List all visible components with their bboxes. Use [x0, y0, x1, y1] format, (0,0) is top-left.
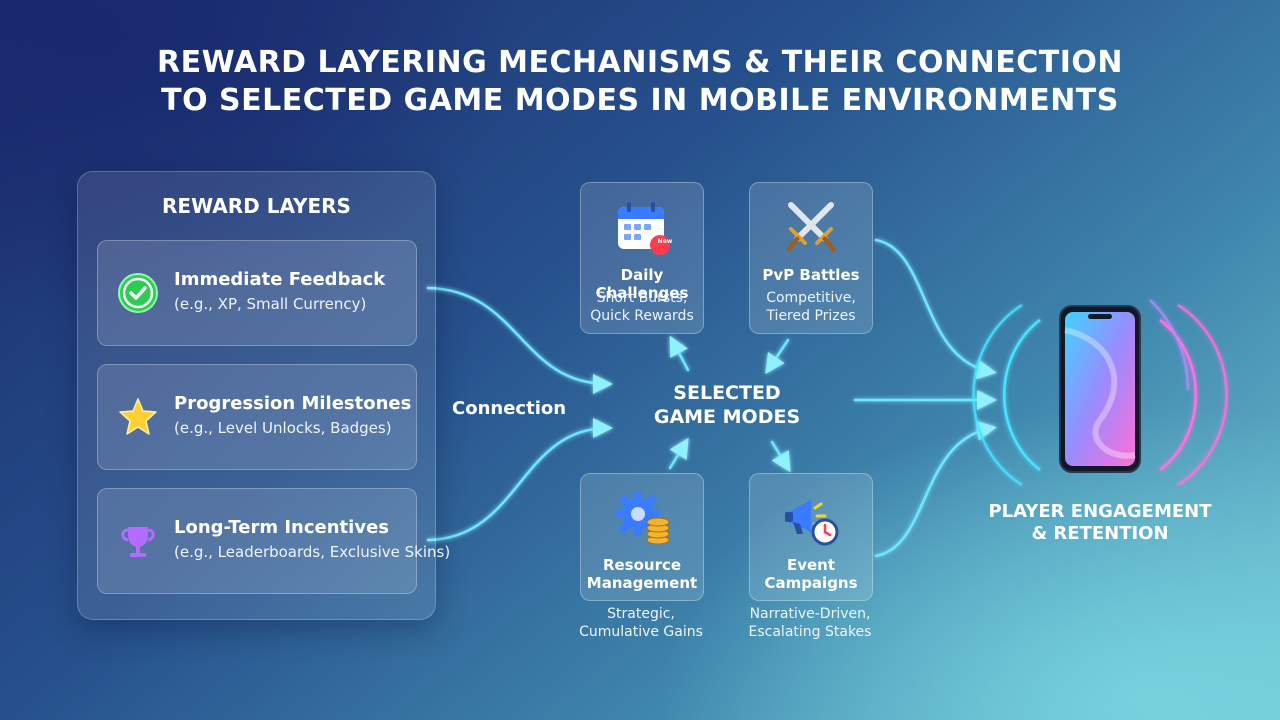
event-desc: Narrative-Driven, Escalating Stakes: [730, 605, 890, 641]
new-badge: New: [657, 238, 673, 245]
layer-desc: (e.g., Level Unlocks, Badges): [174, 419, 392, 437]
player-engagement-label: PLAYER ENGAGEMENT & RETENTION: [980, 501, 1220, 545]
engage-line-1: PLAYER ENGAGEMENT: [988, 501, 1212, 522]
reward-layers-panel: REWARD LAYERS Immediate Feedback (e.g., …: [77, 171, 450, 620]
connector-immediate: [426, 286, 613, 394]
mode-name-line-2: Campaigns: [764, 574, 858, 592]
connector-to-daily: [669, 335, 690, 372]
mode-name-line-1: Event: [786, 556, 836, 574]
gear-coins-icon: [616, 492, 670, 545]
layer-name: Progression Milestones: [174, 393, 412, 414]
mode-desc-line-2: Quick Rewards: [590, 308, 694, 324]
title-line-1: REWARD LAYERING MECHANISMS & THEIR CONNE…: [157, 45, 1123, 80]
calendar-icon: [618, 202, 670, 255]
mode-desc-line-2: Tiered Prizes: [766, 308, 856, 324]
connector-event-outcome: [874, 420, 997, 558]
layer-desc: (e.g., XP, Small Currency): [174, 295, 367, 313]
center-line-2: GAME MODES: [653, 406, 801, 428]
layer-long-term-incentives: Long-Term Incentives (e.g., Leaderboards…: [97, 488, 450, 594]
connection-label: Connection: [452, 398, 567, 419]
engage-line-2: & RETENTION: [1031, 523, 1169, 544]
reward-layers-heading: REWARD LAYERS: [162, 194, 351, 218]
page-title: REWARD LAYERING MECHANISMS & THEIR CONNE…: [0, 44, 1280, 120]
mode-desc-line-1: Narrative-Driven,: [749, 606, 871, 622]
mode-desc-line-2: Cumulative Gains: [579, 624, 703, 640]
mode-name-line-2: Management: [586, 574, 698, 592]
mode-desc-line-1: Strategic,: [607, 606, 675, 622]
layer-progression-milestones: Progression Milestones (e.g., Level Unlo…: [97, 364, 417, 470]
crossed-swords-icon: [786, 202, 836, 252]
checkmark-icon: [118, 273, 158, 313]
mode-name-line-1: Resource: [602, 556, 682, 574]
mode-name: Daily Challenges: [595, 266, 689, 302]
resource-desc: Strategic, Cumulative Gains: [561, 605, 721, 641]
title-line-2: TO SELECTED GAME MODES IN MOBILE ENVIRON…: [161, 83, 1119, 118]
layer-immediate-feedback: Immediate Feedback (e.g., XP, Small Curr…: [97, 240, 417, 346]
connector-longterm: [426, 418, 613, 542]
connector-from-pvp: [765, 338, 790, 375]
connector-pvp-outcome: [874, 238, 997, 380]
megaphone-clock-icon: [785, 500, 839, 546]
star-icon: [119, 398, 157, 435]
mode-daily-challenges: New Daily Challenges Short Bursts, Quick…: [580, 182, 704, 334]
center-line-1: SELECTED: [673, 382, 781, 404]
mode-desc-line-2: Escalating Stakes: [748, 624, 872, 640]
mode-resource-management: Resource Management: [580, 473, 704, 601]
mode-name: PvP Battles: [762, 266, 860, 284]
trophy-icon: [121, 527, 155, 557]
layer-name: Long-Term Incentives: [174, 517, 389, 538]
layer-name: Immediate Feedback: [174, 269, 386, 290]
connector-to-event: [770, 440, 791, 473]
connector-from-resource: [668, 437, 689, 470]
mode-pvp-battles: PvP Battles Competitive, Tiered Prizes: [749, 182, 873, 334]
selected-game-modes-label: SELECTED GAME MODES: [632, 381, 822, 429]
smartphone-icon: [972, 299, 1228, 487]
mode-event-campaigns: Event Campaigns: [749, 473, 873, 601]
layer-desc: (e.g., Leaderboards, Exclusive Skins): [174, 543, 451, 561]
mode-desc-line-1: Short Bursts,: [596, 290, 688, 306]
mode-desc-line-1: Competitive,: [766, 290, 856, 306]
